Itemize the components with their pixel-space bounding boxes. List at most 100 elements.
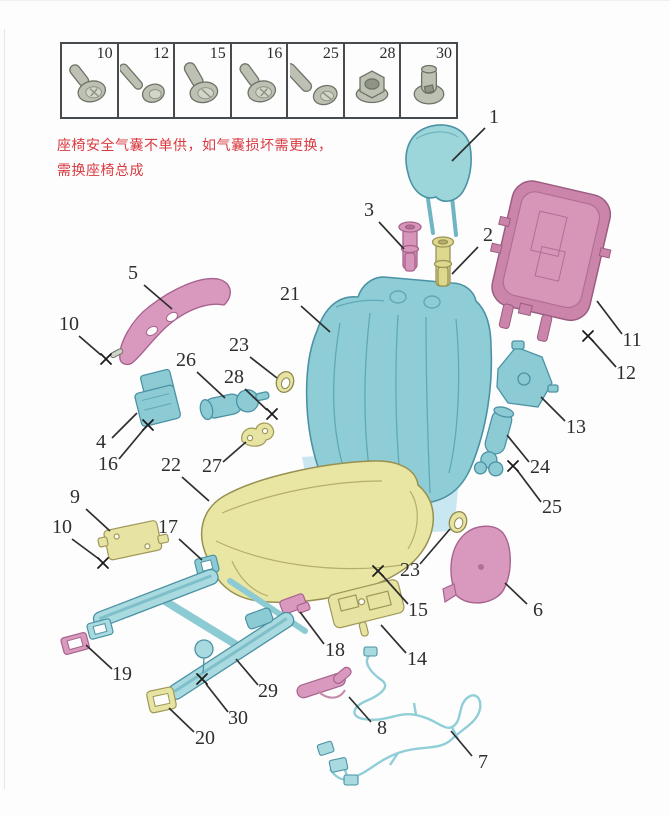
- callout-number-label: 10: [52, 516, 72, 538]
- callout-leader-line: [348, 696, 372, 723]
- callout-6: 6: [504, 582, 543, 621]
- callout-number-label: 23: [400, 559, 420, 581]
- part-13-recliner-bracket: [496, 340, 559, 408]
- part-14-latch-bracket: [327, 579, 405, 637]
- callout-number-label: 25: [542, 496, 562, 518]
- part-24-lumbar-motor: [473, 406, 515, 477]
- part-23-retainer-ring-lower: [448, 511, 468, 533]
- shoulder-pin-icon: [413, 65, 445, 105]
- callout-number-label: 2: [483, 224, 493, 246]
- fastener-position-x-marker: [97, 557, 109, 569]
- callout-1: 1: [451, 106, 499, 162]
- callout-leader-line: [450, 730, 473, 757]
- callout-18: 18: [299, 611, 345, 661]
- callout-leader-line: [235, 658, 259, 686]
- fastener-position-x-marker: [372, 565, 384, 577]
- callout-number-label: 3: [364, 199, 374, 221]
- callout-leader-line: [300, 305, 331, 333]
- callout-leader-line: [196, 371, 226, 399]
- callout-10: 10: [52, 516, 109, 569]
- pan-head-screw-icon: [69, 64, 107, 103]
- fastener-position-x-marker: [100, 353, 112, 365]
- callout-number-label: 27: [202, 455, 222, 477]
- long-bolt-icon: [289, 63, 338, 106]
- pan-head-screw-icon: [184, 62, 219, 104]
- note-line-2: 需换座椅总成: [57, 162, 144, 178]
- callout-leader-line: [118, 428, 145, 460]
- callout-22: 22: [161, 454, 210, 502]
- callout-leader-line: [143, 284, 173, 310]
- callout-leader-line: [451, 246, 479, 275]
- fastener-size-label: 30: [436, 45, 453, 62]
- callout-leader-line: [381, 574, 409, 605]
- callout-13: 13: [540, 396, 586, 438]
- callout-number-label: 23: [229, 334, 249, 356]
- callout-26: 26: [176, 349, 226, 399]
- callout-leader-line: [540, 396, 566, 422]
- part-20-clip: [146, 686, 177, 714]
- callout-25: 25: [507, 460, 562, 518]
- fastener-position-x-marker: [196, 673, 208, 685]
- callout-15: 15: [372, 565, 428, 621]
- part-27-bracket: [241, 422, 275, 447]
- part-8-release-handle: [296, 666, 352, 699]
- callout-21: 21: [280, 283, 331, 333]
- callout-3: 3: [364, 199, 405, 250]
- callout-number-label: 28: [224, 366, 244, 388]
- callout-leader-line: [111, 412, 138, 439]
- button-head-screw-icon: [119, 63, 165, 104]
- part-4-control-module: [134, 368, 182, 427]
- part-26-adjuster-motor: [199, 389, 270, 421]
- callout-number-label: 26: [176, 349, 196, 371]
- callout-7: 7: [450, 730, 488, 773]
- callout-number-label: 18: [325, 639, 345, 661]
- callout-27: 27: [202, 441, 247, 477]
- part-18-clip: [279, 593, 311, 615]
- callout-23: 23: [400, 528, 451, 581]
- callout-number-label: 16: [98, 453, 118, 475]
- fastener-cell-25: 25: [288, 44, 345, 117]
- callout-leader-line: [419, 528, 451, 565]
- callout-leader-line: [222, 441, 247, 463]
- callout-leader-line: [85, 508, 111, 532]
- fastener-cell-12: 12: [119, 44, 176, 117]
- callout-leader-line: [71, 538, 100, 560]
- callout-29: 29: [235, 658, 278, 702]
- fastener-position-x-marker: [582, 330, 594, 342]
- callout-20: 20: [168, 707, 215, 749]
- callout-leader-line: [244, 388, 268, 411]
- callout-leader-line: [451, 127, 486, 162]
- part-1-headrest: [405, 124, 472, 237]
- airbag-warning-note: 座椅安全气囊不单供，如气囊损坏需更换， 需换座椅总成: [57, 133, 333, 183]
- callout-12: 12: [582, 330, 636, 384]
- fastener-cell-30: 30: [401, 44, 456, 117]
- fastener-size-label: 12: [153, 45, 170, 62]
- callout-23: 23: [229, 334, 278, 379]
- callout-number-label: 22: [161, 454, 181, 476]
- callout-number-label: 20: [195, 727, 215, 749]
- callout-28: 28: [224, 366, 278, 420]
- fastener-size-label: 10: [96, 45, 113, 62]
- callout-number-label: 4: [96, 431, 106, 453]
- fastener-cell-10: 10: [62, 44, 119, 117]
- fastener-size-label: 28: [379, 45, 396, 62]
- callout-number-label: 15: [408, 599, 428, 621]
- callout-leader-line: [168, 707, 195, 733]
- callout-leader-line: [378, 221, 405, 250]
- part-2-headrest-guide: [431, 236, 455, 287]
- part-23-retainer-ring-upper: [275, 371, 295, 393]
- callout-number-label: 17: [158, 516, 178, 538]
- fastener-cell-28: 28: [345, 44, 402, 117]
- part-11-seatback-panel: [489, 180, 612, 342]
- callout-leader-line: [205, 683, 229, 713]
- callout-10: 10: [59, 313, 112, 365]
- part-9-occupancy-module: [97, 520, 170, 561]
- callout-leader-line: [178, 538, 203, 561]
- callout-number-label: 13: [566, 416, 586, 438]
- part-6-side-shield-outer: [442, 525, 511, 604]
- callout-number-label: 5: [128, 262, 138, 284]
- fastener-position-x-marker: [507, 460, 519, 472]
